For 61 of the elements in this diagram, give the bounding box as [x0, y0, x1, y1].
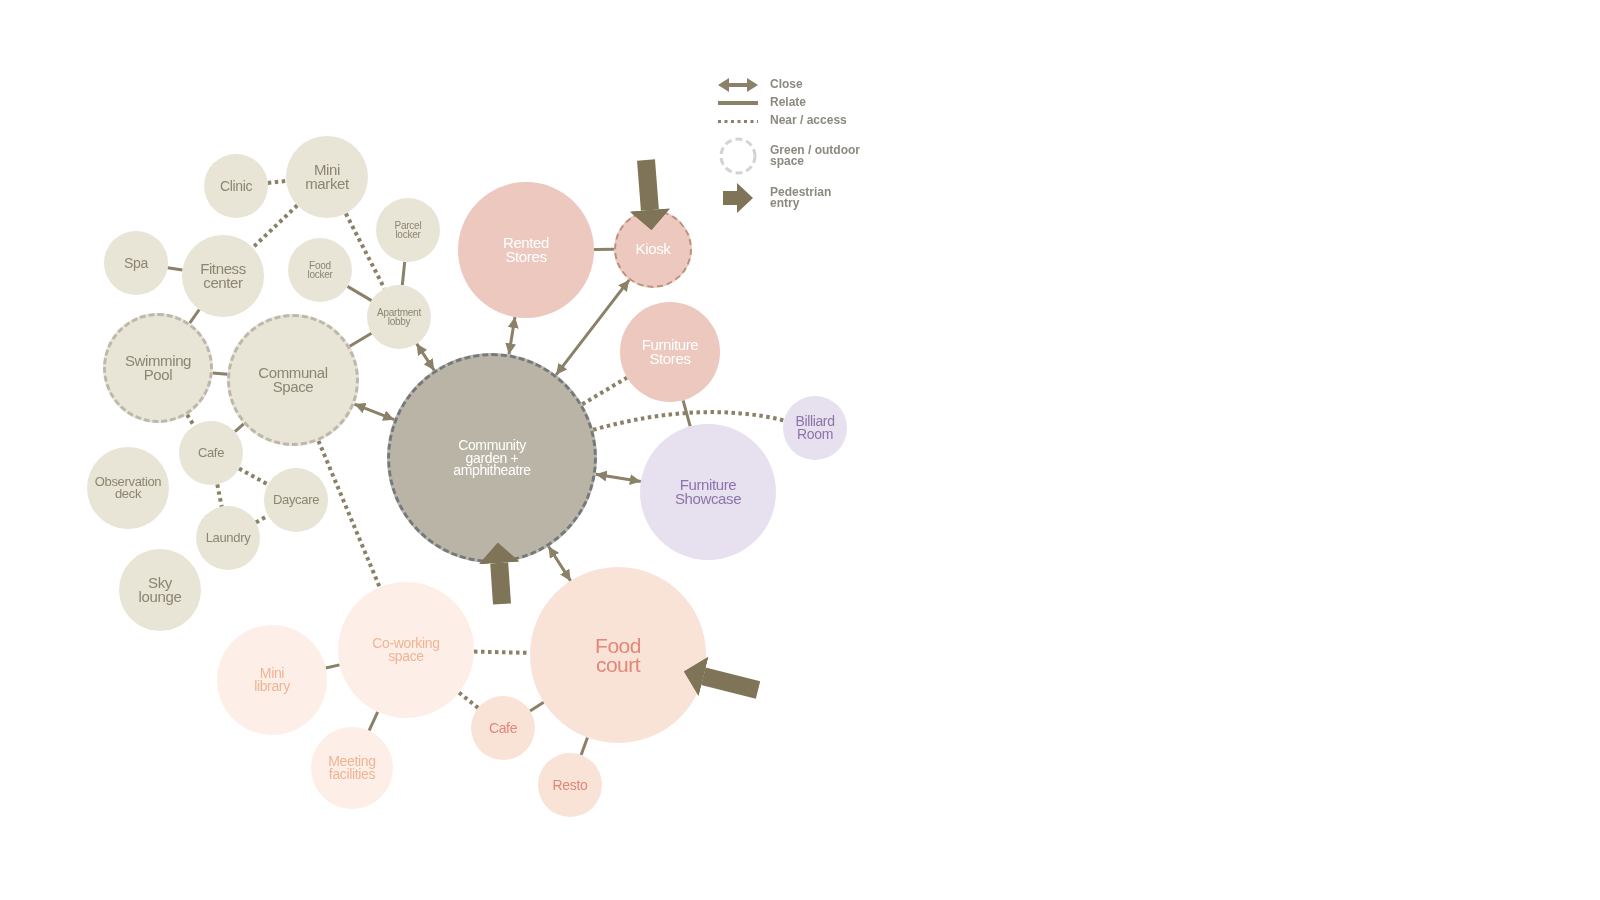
legend-label: Relate: [770, 97, 807, 109]
connector-line: [348, 332, 373, 348]
bubble-label: Daycare: [272, 494, 320, 506]
dotted-line: [238, 466, 269, 487]
bubble-label: Communal Space: [258, 366, 328, 394]
bubble-label: Parcel locker: [394, 220, 422, 240]
bubble-label: Mini library: [254, 667, 290, 693]
connector-line: [233, 422, 245, 433]
dotted-line: [457, 691, 480, 710]
connector-line: [325, 663, 340, 670]
bubble-label: Spa: [124, 256, 148, 270]
bubble-label: Furniture Stores: [641, 338, 699, 366]
connector-line: [400, 261, 407, 286]
connector-line: [579, 737, 589, 756]
legend-label: Green / outdoor space: [770, 144, 861, 168]
legend-label: Near / access: [770, 115, 847, 127]
bubble-label: Resto: [552, 778, 588, 792]
dotted-line: [316, 440, 382, 589]
legend-label: Pedestrian entry: [770, 186, 833, 210]
bubble-label: Billiard Room: [795, 415, 835, 441]
bubble-label: Co-working space: [371, 637, 441, 663]
double-arrow: [505, 316, 519, 355]
connector-line: [167, 266, 183, 272]
bubble-label: Rented Stores: [502, 236, 550, 264]
connector-line: [367, 711, 380, 732]
bubble-label: Observation deck: [94, 476, 162, 500]
double-arrow: [547, 545, 572, 582]
connector-line: [681, 399, 692, 427]
double-arrow: [415, 342, 436, 372]
bubble-label: Swimming Pool: [124, 354, 192, 382]
connector-line: [594, 247, 614, 251]
double-arrow: [554, 279, 631, 376]
bubble-label: Meeting facilities: [328, 755, 376, 781]
dotted-line: [267, 179, 287, 185]
bubble-label: Mini market: [305, 163, 349, 191]
bubble-label: Apartment lobby: [377, 307, 421, 327]
bubble-label: Kiosk: [635, 242, 671, 256]
space-bubble: [367, 285, 431, 349]
bubble-label: Fitness center: [200, 262, 246, 290]
double-arrow: [595, 470, 642, 486]
bubble-label: Laundry: [205, 532, 251, 544]
double-arrow: [353, 402, 395, 422]
bubble-label: Food court: [595, 635, 641, 675]
bubble-label: Food locker: [307, 260, 333, 280]
bubble-label: Clinic: [219, 179, 253, 193]
dotted-line: [215, 484, 224, 507]
space-bubble: [196, 506, 260, 570]
connector-line: [529, 700, 545, 713]
dotted-line: [581, 375, 629, 406]
connector-line: [346, 285, 373, 302]
space-bubble: [264, 468, 328, 532]
legend-label: Close: [770, 79, 803, 91]
dotted-line: [592, 410, 785, 432]
bubble-label: Sky lounge: [138, 576, 182, 604]
bubble-label: Cafe: [197, 447, 225, 459]
connector-line: [188, 308, 201, 324]
dotted-line: [251, 203, 299, 250]
connector-line: [212, 371, 228, 376]
bubble-label: Furniture Showcase: [674, 478, 742, 506]
bubble-label: Cafe: [488, 721, 518, 735]
bubble-label: Community garden + amphitheatre: [452, 438, 532, 478]
